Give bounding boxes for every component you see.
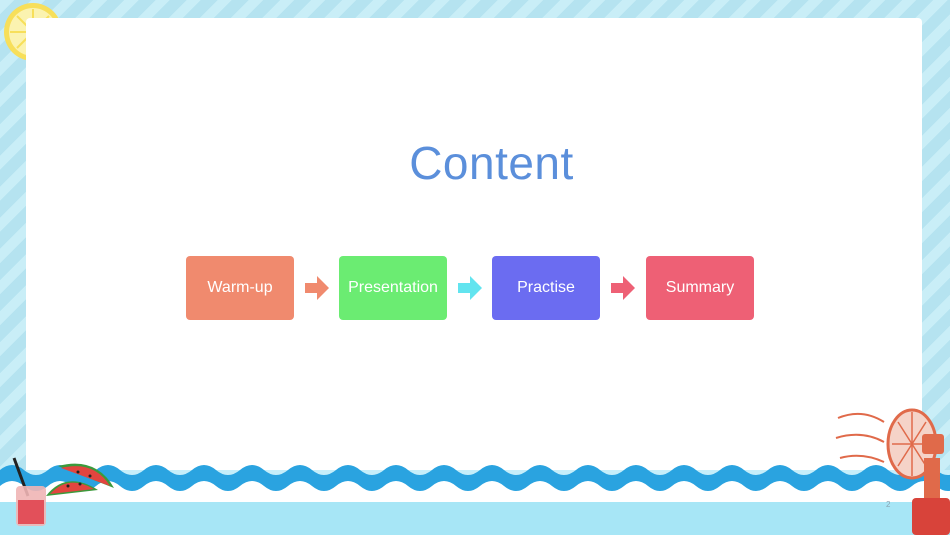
step-practise: Practise	[492, 256, 600, 320]
wave-band	[0, 465, 950, 535]
step-warm-up: Warm-up	[186, 256, 294, 320]
arrow-shape	[458, 276, 482, 300]
right-arrow-icon	[458, 276, 482, 300]
arrow-shape	[611, 276, 635, 300]
electric-fan-icon	[835, 408, 950, 535]
process-flow: Warm-up Presentation Practise Summary	[186, 256, 754, 320]
arrow-shape	[305, 276, 329, 300]
right-arrow-icon	[611, 276, 635, 300]
right-arrow-icon	[305, 276, 329, 300]
page-number: 2	[886, 500, 891, 509]
step-presentation: Presentation	[339, 256, 447, 320]
slide-title: Content	[409, 137, 574, 189]
watermelon-drink-icon	[12, 457, 114, 526]
step-summary: Summary	[646, 256, 754, 320]
slide-card	[26, 18, 922, 488]
